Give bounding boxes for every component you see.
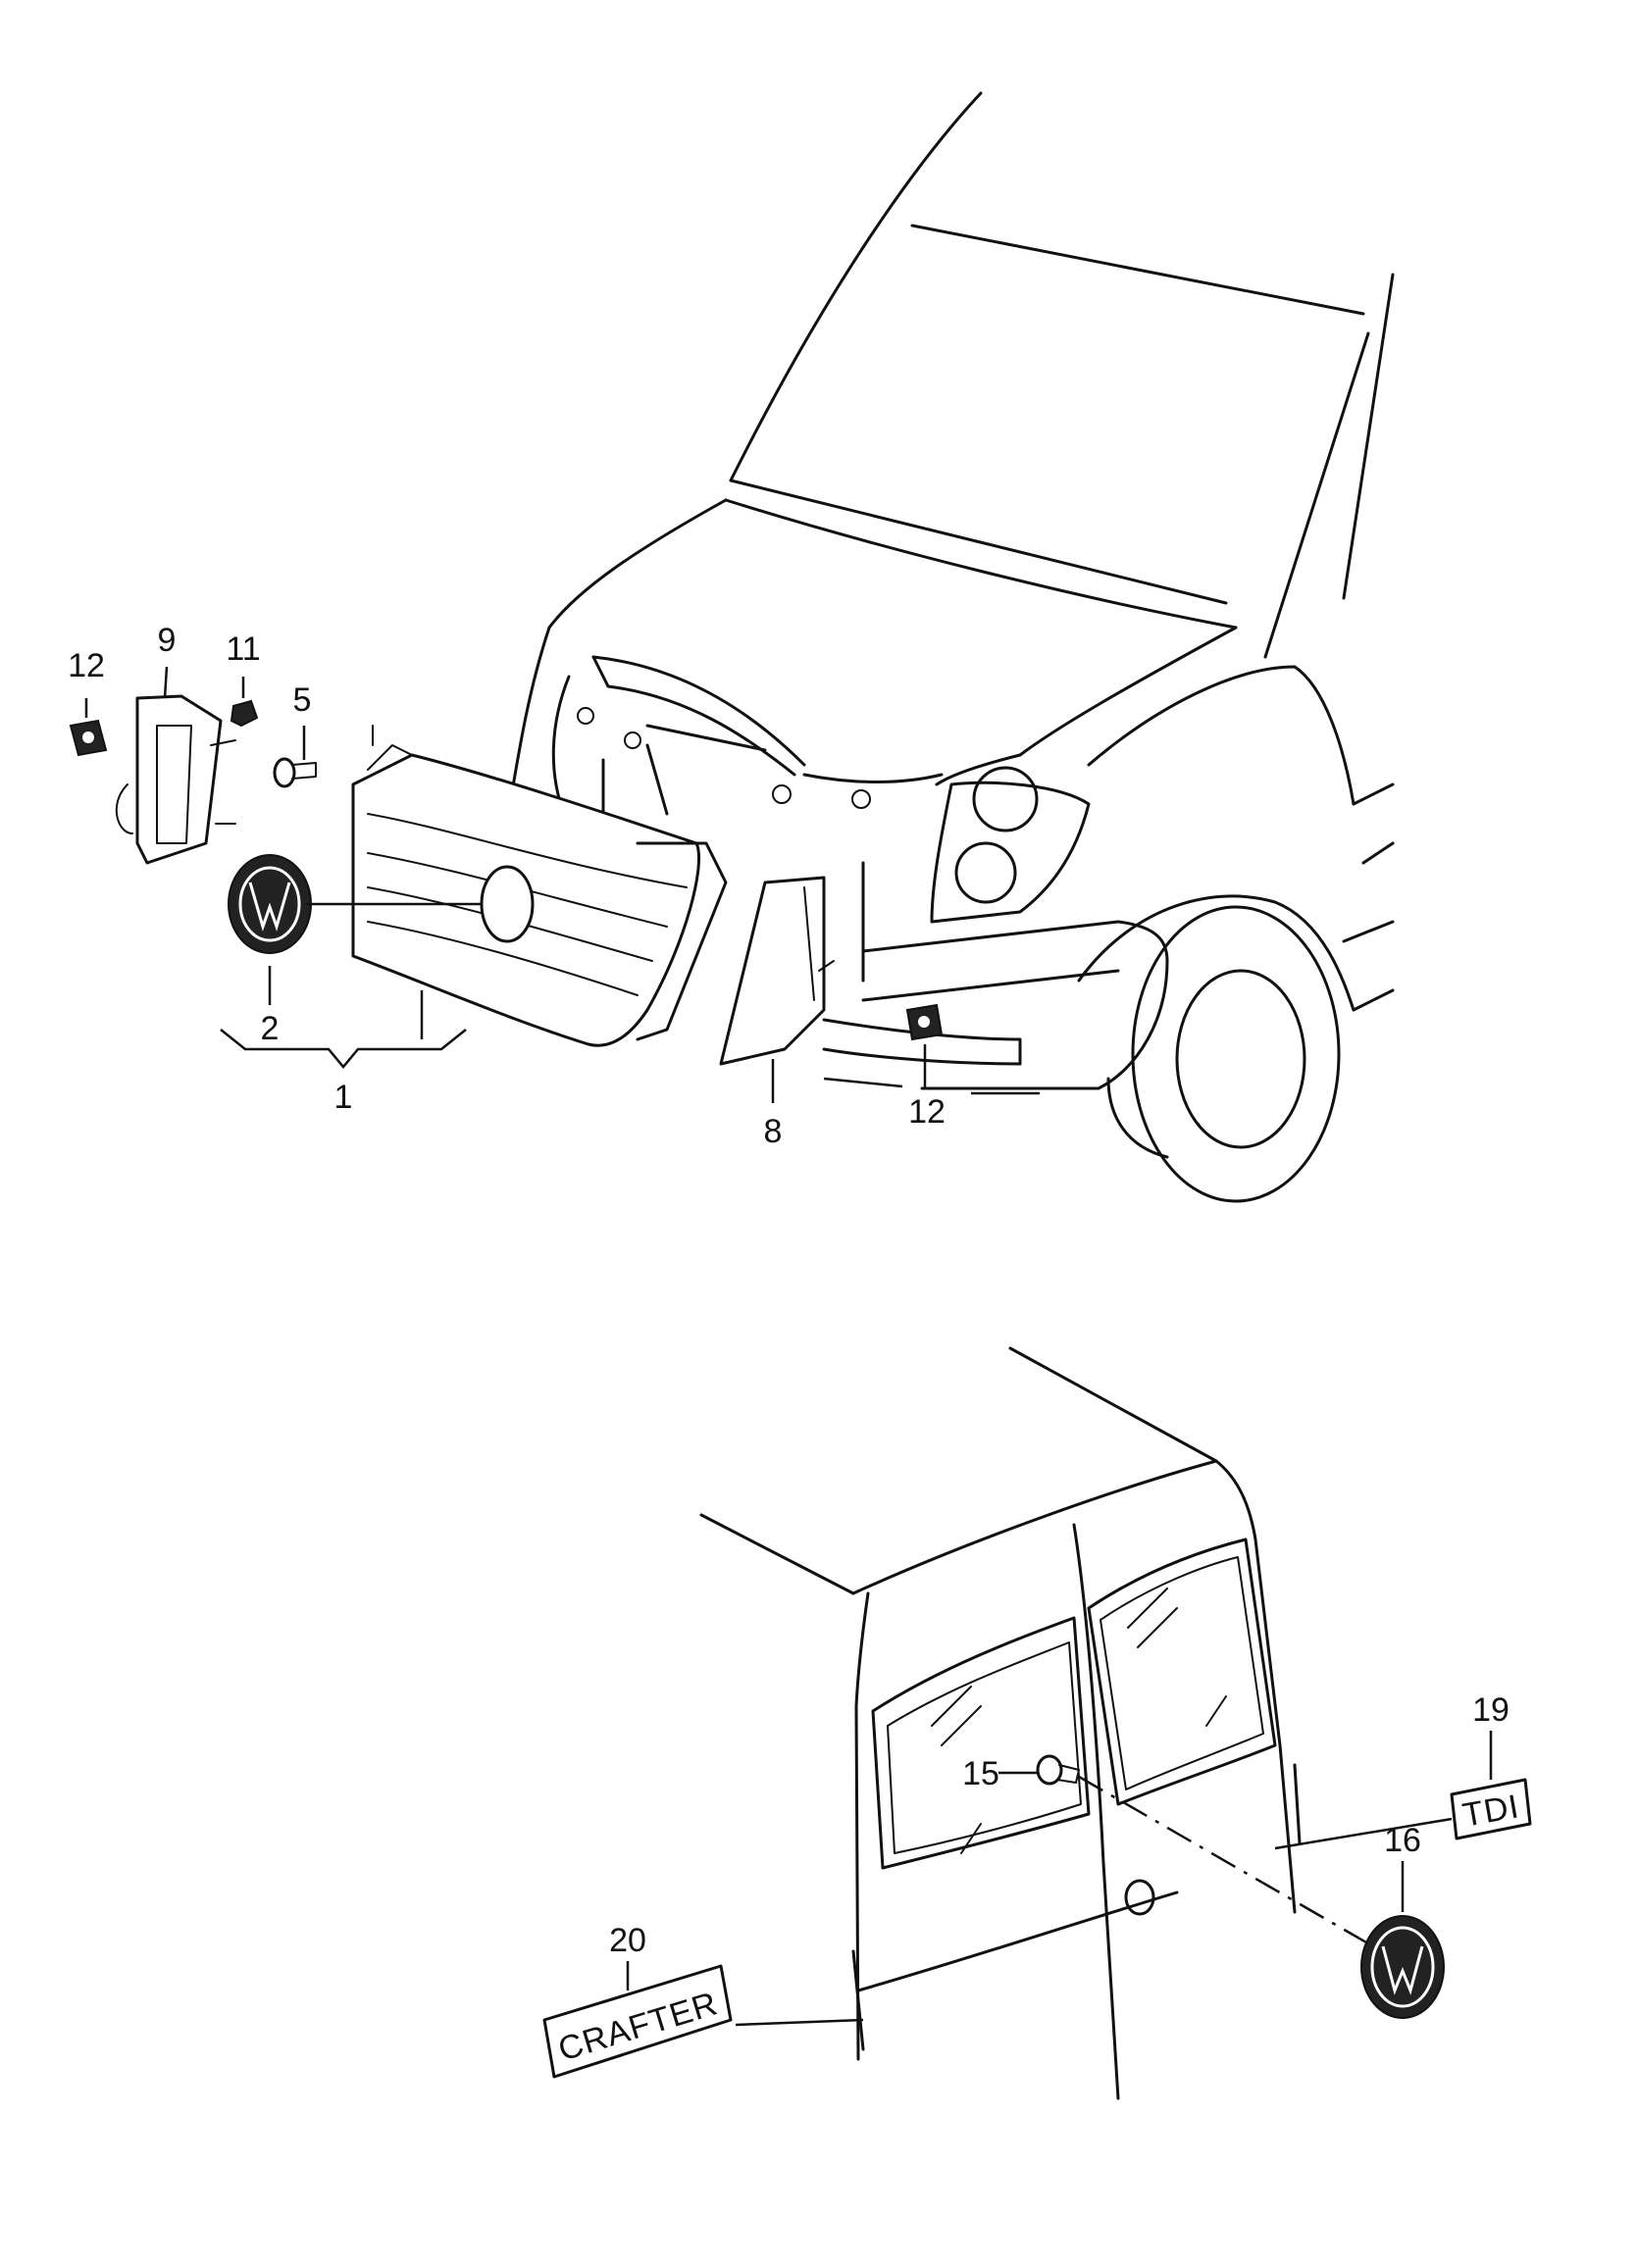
clip-nut-left [69, 719, 108, 757]
callouts-top: 12 9 11 5 2 1 8 12 [68, 622, 946, 1150]
callout-16: 16 [1384, 1822, 1421, 1859]
front-vehicle-drawing [508, 91, 1395, 1203]
leader-lines-top [84, 666, 1040, 1103]
callout-15: 15 [962, 1755, 999, 1792]
callout-8: 8 [764, 1113, 783, 1150]
callout-11: 11 [226, 630, 260, 668]
crafter-badge: CRAFTER [542, 1964, 733, 2079]
clip-nut-right [905, 1003, 944, 1041]
callout-9: 9 [158, 622, 177, 659]
callout-5: 5 [293, 681, 312, 719]
screw-5 [273, 757, 317, 788]
callout-12-right: 12 [908, 1093, 946, 1131]
callouts-bottom: 15 16 19 20 [609, 1691, 1509, 1959]
leader-lines-bottom [626, 1731, 1493, 2027]
callout-12-left: 12 [68, 647, 105, 684]
rear-vehicle-drawing [699, 1346, 1302, 2100]
screw-15 [1036, 1754, 1080, 1786]
tdi-badge: TDI [1450, 1778, 1532, 1840]
vw-emblem-rear [1360, 1915, 1445, 2019]
callout-20: 20 [609, 1922, 646, 1959]
callout-2: 2 [261, 1010, 280, 1047]
vw-emblem-front [228, 854, 312, 954]
nut-11 [230, 699, 259, 728]
callout-1: 1 [334, 1079, 353, 1116]
trim-panel-8 [719, 876, 1022, 1066]
left-bracket [115, 694, 236, 865]
callout-19: 19 [1472, 1691, 1509, 1729]
radiator-grille [351, 725, 728, 1047]
